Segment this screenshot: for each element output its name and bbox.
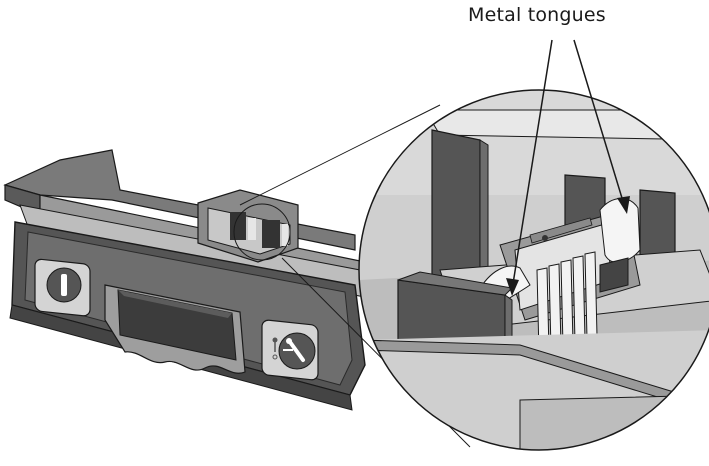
callout-arrow-left bbox=[506, 39, 553, 296]
connector-block bbox=[197, 189, 299, 263]
leader-line-upper bbox=[239, 104, 441, 206]
magnified-detail bbox=[359, 90, 709, 450]
callout-label: Metal tongues bbox=[468, 4, 606, 26]
magnified-circle-outline bbox=[358, 89, 709, 451]
detail-marker-circle bbox=[233, 203, 291, 261]
power-icon bbox=[46, 267, 82, 303]
callout-arrow-right bbox=[573, 39, 630, 214]
release-lever-icon bbox=[272, 332, 316, 370]
